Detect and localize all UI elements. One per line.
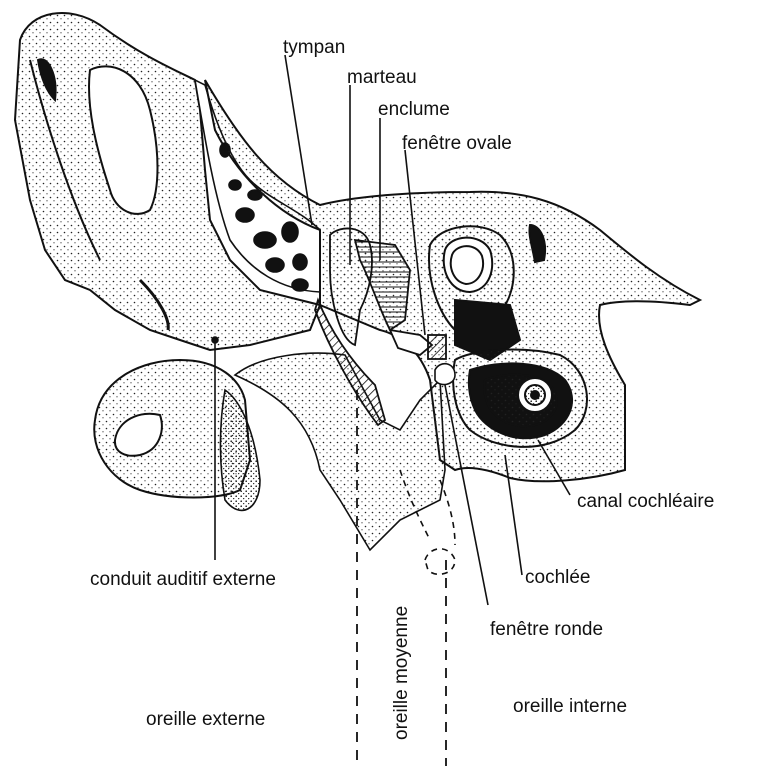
label-tympan: tympan [283, 38, 345, 57]
label-oreille-moyenne: oreille moyenne [392, 606, 411, 740]
label-conduit-auditif-externe: conduit auditif externe [90, 570, 276, 589]
external-canal-floor [220, 353, 445, 550]
label-oreille-externe: oreille externe [146, 710, 265, 729]
label-canal-cochleaire: canal cochléaire [577, 492, 714, 511]
label-fenetre-ronde: fenêtre ronde [490, 620, 603, 639]
label-marteau: marteau [347, 68, 417, 87]
label-enclume: enclume [378, 100, 450, 119]
round-window [435, 364, 455, 385]
label-fenetre-ovale: fenêtre ovale [402, 134, 512, 153]
label-oreille-interne: oreille interne [513, 697, 627, 716]
label-cochlee: cochlée [525, 568, 591, 587]
